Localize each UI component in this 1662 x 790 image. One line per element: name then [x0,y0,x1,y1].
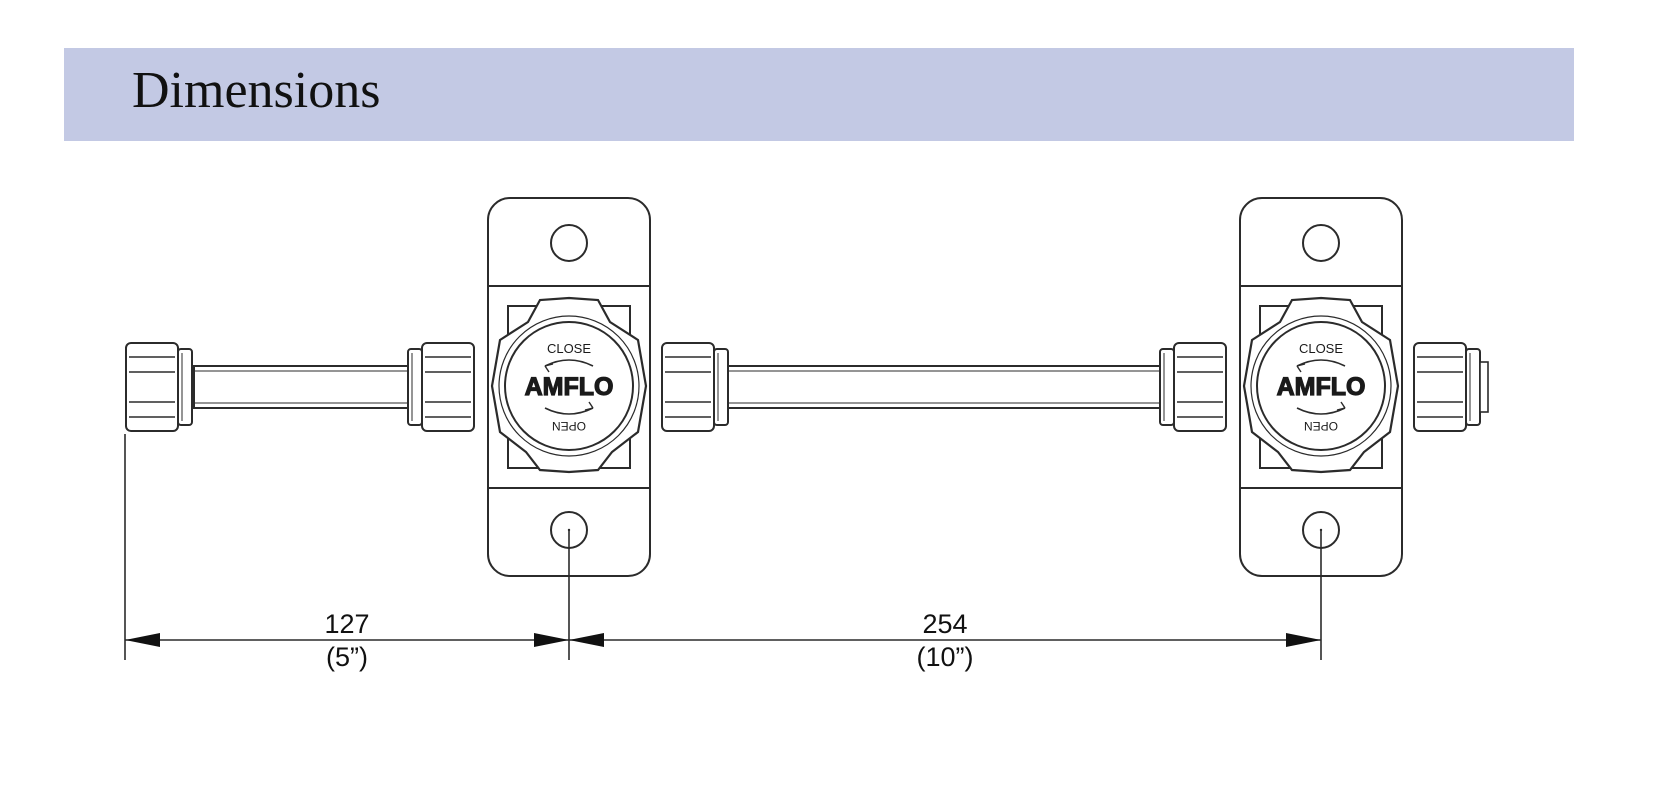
arrowhead [1286,633,1321,647]
valve-knob-2: CLOSE AMFLO OPEN [1242,296,1400,474]
close-label-1: CLOSE [547,341,591,356]
valve-logo-1: AMFLO [525,373,614,401]
valve-knob-1: CLOSE AMFLO OPEN [490,296,648,474]
tube-left [193,365,411,409]
valve-assembly-1: CLOSE AMFLO OPEN [487,197,651,577]
end-fitting-left [125,342,193,432]
fitting-valve2-left [1159,342,1227,432]
bracket-hole-top-2 [1302,224,1340,262]
dimension-1-metric: 127 [324,609,369,639]
arrowhead [569,633,604,647]
dimension-line-1 [125,633,569,647]
bracket-hole-top-1 [550,224,588,262]
close-label-2: CLOSE [1299,341,1343,356]
fitting-valve1-left [407,342,475,432]
open-label-2: OPEN [1304,419,1338,433]
open-label-1: OPEN [552,419,586,433]
valve-assembly-2: CLOSE AMFLO OPEN [1239,197,1403,577]
header-band: Dimensions [64,48,1574,141]
dimension-1-imperial: (5”) [326,642,368,672]
extension-lines [124,434,1322,660]
valve-logo-2: AMFLO [1277,373,1366,401]
arrowhead [125,633,160,647]
tube-middle [727,365,1161,409]
fitting-valve2-right [1413,342,1489,432]
fitting-valve1-right [661,342,729,432]
arrowhead [534,633,569,647]
page-title: Dimensions [132,62,381,119]
dimension-2-imperial: (10”) [916,642,973,672]
dimension-line-2 [569,633,1321,647]
dimension-2-metric: 254 [922,609,967,639]
